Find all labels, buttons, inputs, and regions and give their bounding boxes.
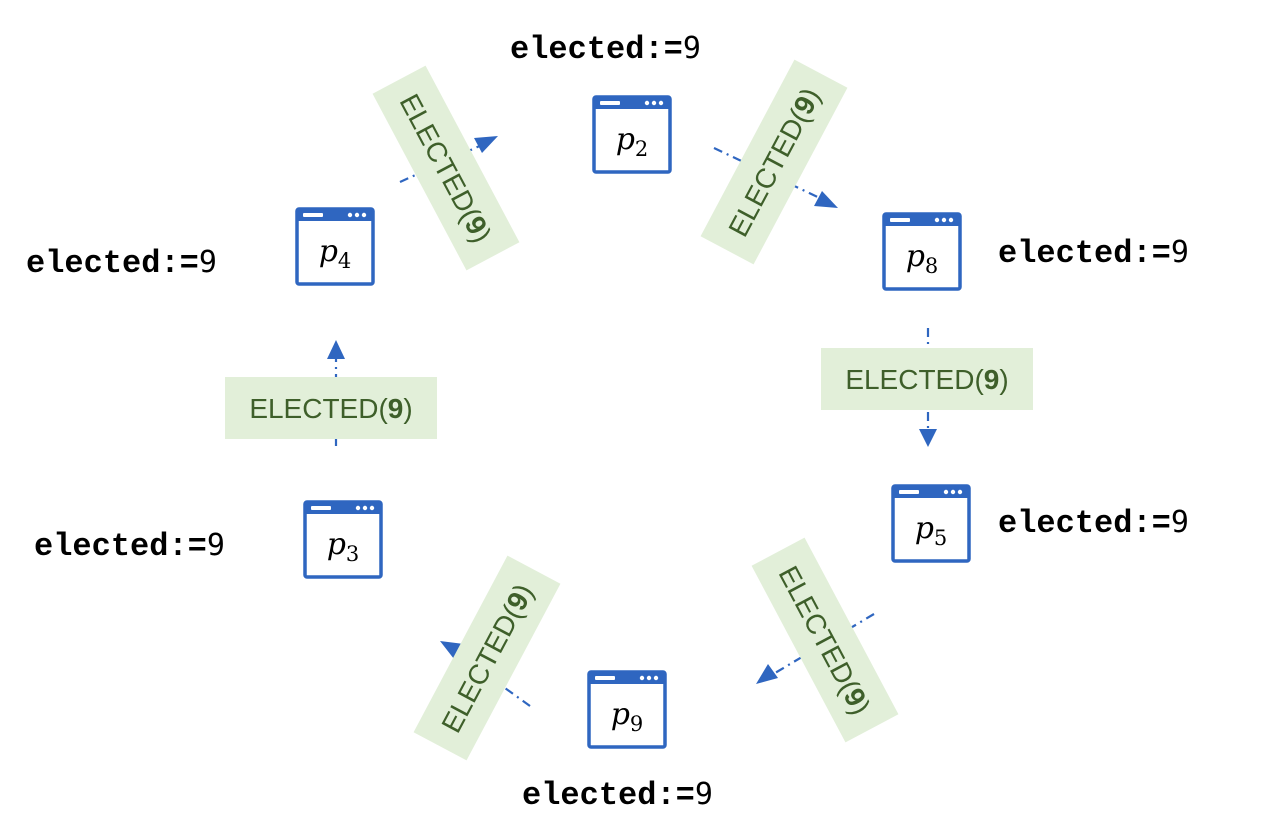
process-p4: p4 bbox=[295, 207, 375, 286]
arrow-p8-to-p5 bbox=[919, 328, 937, 447]
message-box bbox=[751, 537, 899, 743]
message-label: ELECTED(9) bbox=[249, 393, 412, 424]
message-p9-to-p3: ELECTED(9) bbox=[413, 555, 561, 761]
window-titlebar bbox=[297, 209, 373, 221]
window-titlebar bbox=[305, 502, 381, 514]
window-titlebar bbox=[589, 672, 665, 684]
message-box bbox=[821, 348, 1033, 410]
message-p2-to-p8: ELECTED(9) bbox=[700, 59, 848, 265]
message-box bbox=[700, 59, 848, 265]
message-label: ELECTED(9) bbox=[845, 364, 1008, 395]
svg-text:p9: p9 bbox=[611, 697, 644, 736]
window-titlebar bbox=[893, 486, 969, 498]
process-p8: p8 bbox=[882, 212, 962, 291]
window-titlebar bbox=[594, 97, 670, 109]
message-box bbox=[413, 555, 561, 761]
message-p5-to-p9: ELECTED(9) bbox=[751, 537, 899, 743]
state-label-p9: elected:=9 bbox=[522, 777, 713, 814]
arrow-p2-to-p8 bbox=[713, 147, 838, 208]
process-p2: p2 bbox=[592, 95, 672, 174]
svg-text:p2: p2 bbox=[616, 122, 649, 161]
message-p8-to-p5: ELECTED(9) bbox=[821, 348, 1033, 410]
svg-text:p4: p4 bbox=[319, 234, 352, 273]
arrow-p5-to-p9 bbox=[756, 613, 875, 684]
window-titlebar bbox=[884, 214, 960, 226]
svg-text:p3: p3 bbox=[327, 527, 360, 566]
process-p9: p9 bbox=[587, 670, 667, 749]
process-p5: p5 bbox=[891, 484, 971, 563]
svg-text:p5: p5 bbox=[915, 511, 948, 550]
state-label-p5: elected:=9 bbox=[998, 505, 1189, 542]
message-p4-to-p2: ELECTED(9) bbox=[372, 65, 520, 271]
state-label-p2: elected:=9 bbox=[510, 31, 701, 68]
message-box bbox=[372, 65, 520, 271]
state-label-p3: elected:=9 bbox=[34, 528, 225, 565]
state-label-p4: elected:=9 bbox=[26, 245, 217, 282]
message-p3-to-p4: ELECTED(9) bbox=[225, 377, 437, 439]
process-p3: p3 bbox=[303, 500, 383, 579]
message-box bbox=[225, 377, 437, 439]
state-label-p8: elected:=9 bbox=[998, 235, 1189, 272]
svg-text:p8: p8 bbox=[906, 239, 939, 278]
